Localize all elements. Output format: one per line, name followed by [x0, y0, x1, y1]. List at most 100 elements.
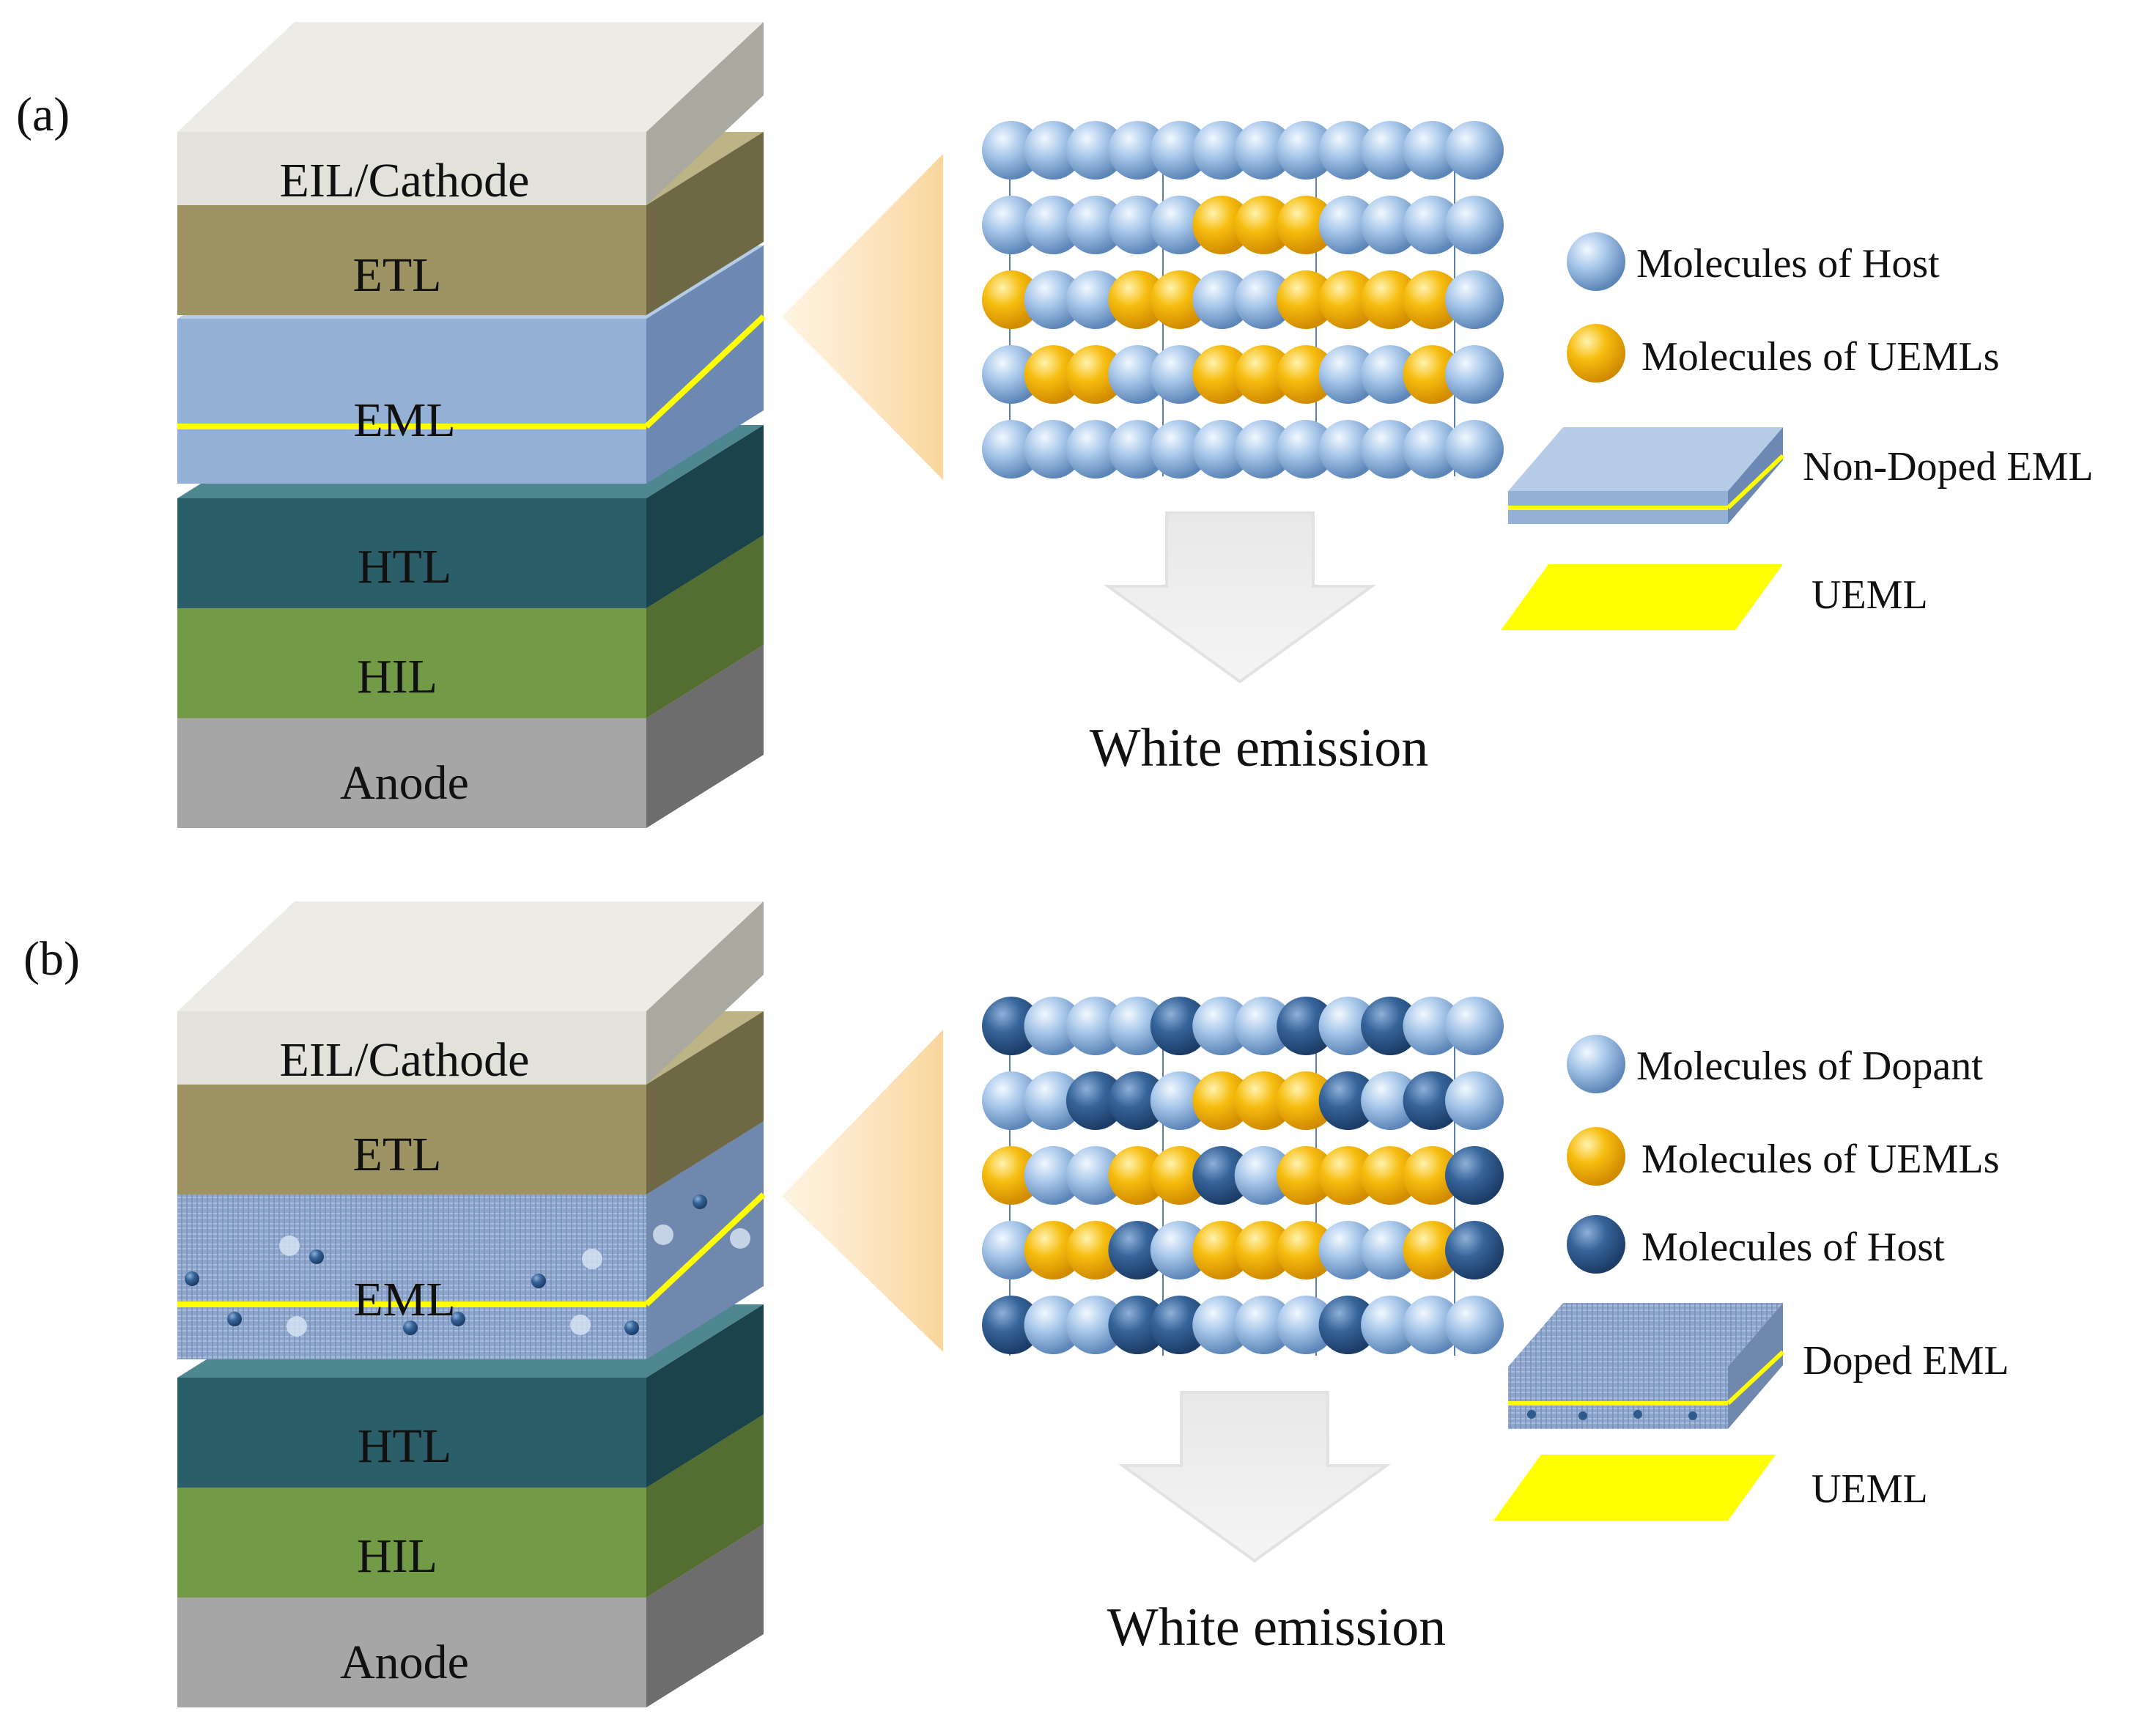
light-blue-molecule: [1024, 1296, 1083, 1354]
light-blue-molecule: [1066, 121, 1125, 180]
htl-label: HTL: [358, 1419, 451, 1473]
emission-arrow-a: [1103, 511, 1377, 684]
dark-blue-molecule: [1108, 1296, 1167, 1354]
light-blue-molecule: [1403, 196, 1462, 254]
light-blue-molecule: [982, 121, 1041, 180]
light-blue-molecule: [1150, 121, 1209, 180]
eml-label: EML: [353, 394, 455, 447]
ueml-sheet-icon: [1501, 564, 1783, 630]
light-blue-molecule: [1318, 997, 1378, 1055]
light-blue-molecule: [1445, 121, 1504, 180]
light-blue-molecule: [982, 420, 1041, 479]
light-blue-molecule: [1277, 1296, 1336, 1354]
yellow-molecule: [1277, 1221, 1336, 1279]
yellow-molecule: [1277, 1146, 1336, 1205]
anode-label: Anode: [340, 756, 469, 810]
light-blue-molecule: [982, 1221, 1041, 1279]
dark-blue-molecule: [1445, 1221, 1504, 1279]
light-blue-molecule: [1150, 420, 1209, 479]
light-blue-molecule: [1108, 196, 1167, 254]
panel-a-label: (a): [16, 88, 70, 141]
legend-host-label: Molecules of Host: [1641, 1225, 1945, 1270]
non-doped-eml-icon: [1508, 427, 1785, 524]
light-blue-molecule: [982, 1071, 1041, 1130]
light-blue-molecule: [1361, 1221, 1420, 1279]
light-blue-molecule: [1445, 1296, 1504, 1354]
dark-blue-molecule: [1108, 1221, 1167, 1279]
dark-blue-molecule: [1150, 1296, 1209, 1354]
zoom-beam: [782, 1030, 943, 1352]
eil-cathode-label: EIL/Cathode: [280, 154, 530, 207]
legend-ueml-label: UEML: [1812, 572, 1928, 618]
yellow-molecule: [982, 270, 1041, 329]
yellow-molecule: [1150, 1146, 1209, 1205]
anode-label: Anode: [340, 1636, 469, 1689]
light-blue-molecule: [1318, 196, 1378, 254]
legend-dopant-label: Molecules of Dopant: [1636, 1044, 1983, 1089]
doped-eml-icon: [1508, 1303, 1785, 1429]
yellow-molecule: [1024, 1221, 1083, 1279]
dark-blue-molecule: [1192, 1146, 1252, 1205]
eil-cathode-layer: EIL/Cathode: [177, 901, 764, 1087]
light-blue-molecule: [1361, 196, 1420, 254]
eil-cathode-layer: EIL/Cathode: [177, 22, 764, 207]
legend-uemls-label: Molecules of UEMLs: [1641, 334, 1999, 380]
light-blue-molecule: [1445, 196, 1504, 254]
panel-a-layer-stack: Anode HIL HTL: [177, 22, 766, 828]
light-blue-molecule: [1318, 1221, 1378, 1279]
light-blue-molecule: [1192, 270, 1252, 329]
yellow-molecule: [1277, 270, 1336, 329]
legend-a: Molecules of Host Molecules of UEMLs Non…: [1501, 232, 2094, 630]
light-blue-molecule: [1234, 420, 1293, 479]
light-blue-molecule: [1277, 420, 1336, 479]
light-blue-molecule: [1150, 1221, 1209, 1279]
light-blue-molecule: [982, 345, 1041, 404]
light-blue-molecule: [1024, 1146, 1083, 1205]
light-blue-molecule: [1150, 196, 1209, 254]
legend-ueml-label: UEML: [1812, 1466, 1928, 1512]
yellow-molecule: [1234, 196, 1293, 254]
etl-label: ETL: [353, 1128, 442, 1181]
yellow-molecule: [1318, 1146, 1378, 1205]
host-sphere-icon: [1567, 1215, 1625, 1274]
light-blue-molecule: [1403, 420, 1462, 479]
panel-b: (b) Anode HIL HTL: [23, 901, 2009, 1707]
light-blue-molecule: [1192, 1296, 1252, 1354]
yellow-molecule: [1361, 1146, 1420, 1205]
light-blue-molecule: [1318, 121, 1378, 180]
ueml-sheet-icon: [1493, 1455, 1776, 1521]
dark-blue-molecule: [1108, 1071, 1167, 1130]
yellow-molecule: [982, 1146, 1041, 1205]
light-blue-molecule: [1318, 420, 1378, 479]
light-blue-molecule: [1192, 420, 1252, 479]
yellow-molecule: [1192, 345, 1252, 404]
light-blue-molecule: [1192, 997, 1252, 1055]
yellow-molecule: [1277, 345, 1336, 404]
light-blue-molecule: [1234, 121, 1293, 180]
yellow-molecule: [1403, 1146, 1462, 1205]
dopant-dots: [185, 1194, 750, 1337]
yellow-molecule: [1192, 196, 1252, 254]
dark-blue-molecule: [982, 997, 1041, 1055]
yellow-molecule: [1403, 270, 1462, 329]
light-blue-molecule: [1108, 121, 1167, 180]
light-blue-molecule: [1234, 270, 1293, 329]
light-blue-molecule: [1192, 121, 1252, 180]
zoom-beam: [782, 154, 943, 480]
light-blue-molecule: [1445, 345, 1504, 404]
dark-blue-molecule: [1066, 1071, 1125, 1130]
dark-blue-molecule: [1318, 1296, 1378, 1354]
light-blue-molecule: [982, 196, 1041, 254]
light-blue-molecule: [1066, 1296, 1125, 1354]
yellow-molecule: [1066, 1221, 1125, 1279]
light-blue-molecule: [1403, 121, 1462, 180]
light-blue-molecule: [1361, 121, 1420, 180]
molecule-array-a: [982, 121, 1504, 479]
light-blue-molecule: [1445, 420, 1504, 479]
yellow-molecule: [1192, 1071, 1252, 1130]
dark-blue-molecule: [1318, 1071, 1378, 1130]
yellow-molecule: [1234, 1071, 1293, 1130]
yellow-molecule: [1277, 1071, 1336, 1130]
hil-label: HIL: [357, 1529, 437, 1583]
